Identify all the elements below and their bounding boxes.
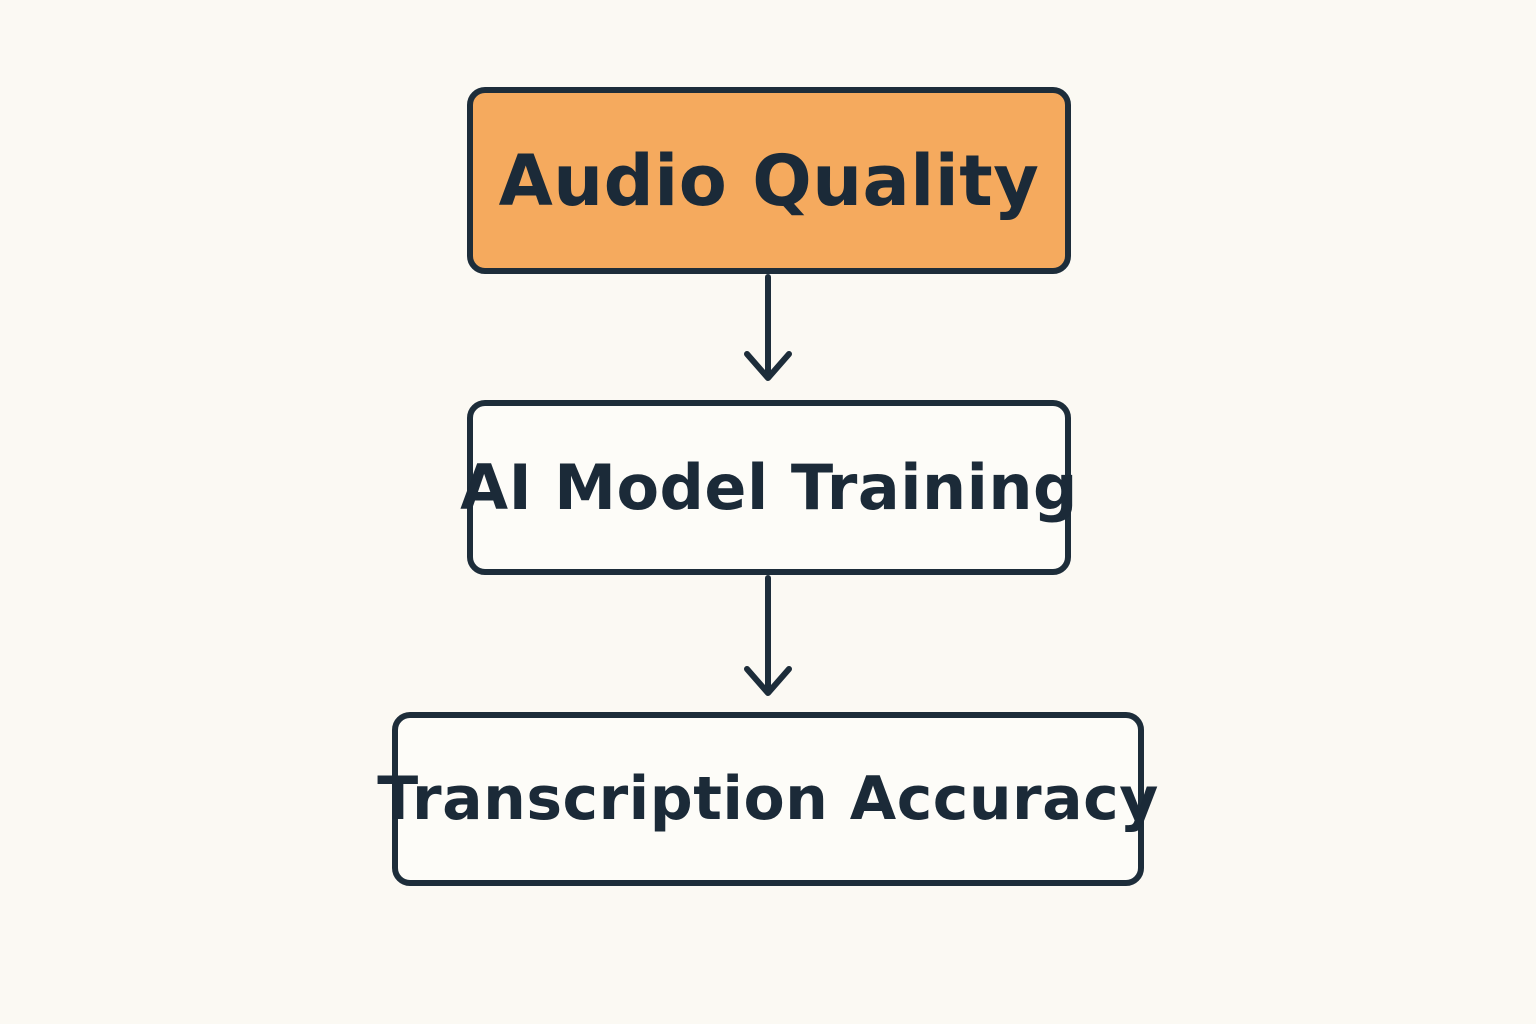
node-transcription-accuracy: Transcription Accuracy <box>377 712 1158 886</box>
node-audio-quality: Audio Quality <box>467 87 1071 274</box>
node-label-audio-quality: Audio Quality <box>498 139 1040 222</box>
arrow-training-to-accuracy <box>744 575 792 696</box>
node-ai-model-training: AI Model Training <box>460 400 1077 575</box>
node-label-transcription-accuracy: Transcription Accuracy <box>377 764 1159 834</box>
node-label-ai-model-training: AI Model Training <box>460 451 1078 524</box>
arrow-audio-to-training <box>744 274 792 381</box>
